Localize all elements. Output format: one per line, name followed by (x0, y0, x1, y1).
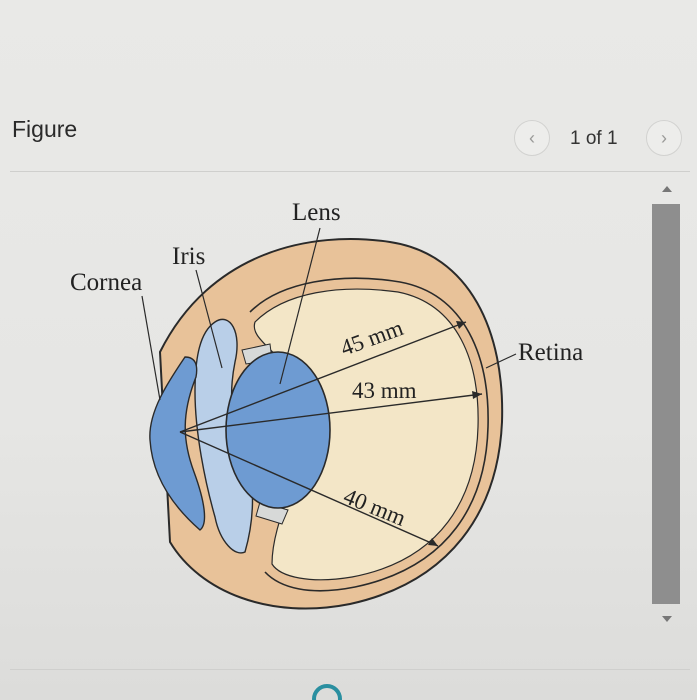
retina-leader (485, 353, 517, 369)
chevron-left-icon: ‹ (529, 127, 535, 148)
arrowhead-45 (456, 321, 466, 329)
dimension-line-40 (179, 431, 439, 547)
retina-label: Retina (518, 339, 583, 366)
cornea-label: Cornea (70, 269, 142, 296)
dimension-line-43 (179, 393, 483, 433)
cornea-shape (149, 356, 206, 531)
scroll-down-arrow-icon[interactable] (662, 616, 672, 622)
eye-diagram: Lens Iris Cornea Retina 45 mm 43 mm 40 m… (70, 199, 583, 610)
dimension-43-label: 43 mm (352, 378, 417, 403)
footer-divider (10, 669, 690, 670)
arrowhead-40 (428, 538, 438, 546)
scroll-up-arrow-icon[interactable] (662, 186, 672, 192)
dimension-line-45 (179, 321, 467, 433)
lens-label: Lens (292, 199, 341, 226)
iris-leader (195, 269, 223, 369)
retina-layer (249, 277, 489, 592)
iris-label: Iris (172, 243, 205, 270)
vertical-scrollbar[interactable] (650, 178, 686, 630)
footer-logo-icon (312, 684, 342, 700)
scroll-thumb[interactable] (652, 204, 680, 604)
arrowhead-43 (472, 391, 482, 399)
header-divider (10, 171, 690, 172)
previous-figure-button[interactable]: ‹ (514, 120, 550, 156)
chevron-right-icon: › (661, 127, 667, 148)
iris-shape (194, 318, 254, 554)
next-figure-button[interactable]: › (646, 120, 682, 156)
figure-title: Figure (12, 116, 78, 142)
lens-shape (225, 351, 331, 509)
figure-header: Figure ‹ 1 of 1 › (0, 96, 697, 166)
lens-leader (279, 227, 321, 385)
cornea-leader (141, 295, 161, 401)
figure-counter: 1 of 1 (570, 128, 618, 149)
figure-content: Lens Iris Cornea Retina 45 mm 43 mm 40 m… (10, 172, 690, 670)
